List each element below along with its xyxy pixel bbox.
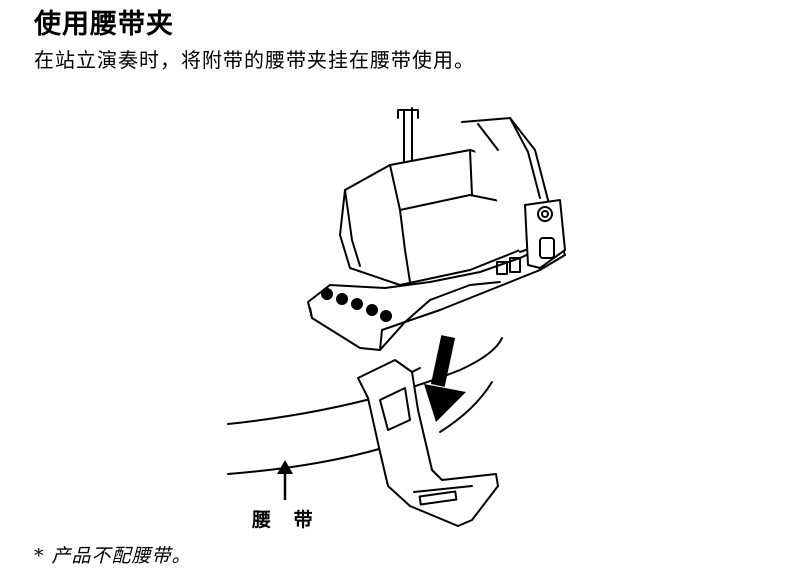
belt-lower-edge [227,441,403,475]
up-arrow-icon [277,460,293,500]
belt-upper-edge [227,337,503,425]
footnote: * 产品不配腰带。 [34,545,192,567]
knob-row [321,288,392,322]
belt-clip [357,359,499,527]
section-title: 使用腰带夹 [34,9,174,40]
section-description: 在站立演奏时，将附带的腰带夹挂在腰带使用。 [34,48,475,72]
down-arrow-icon [424,335,466,422]
belt-label: 腰 带 [252,509,321,531]
device-body [307,117,566,351]
